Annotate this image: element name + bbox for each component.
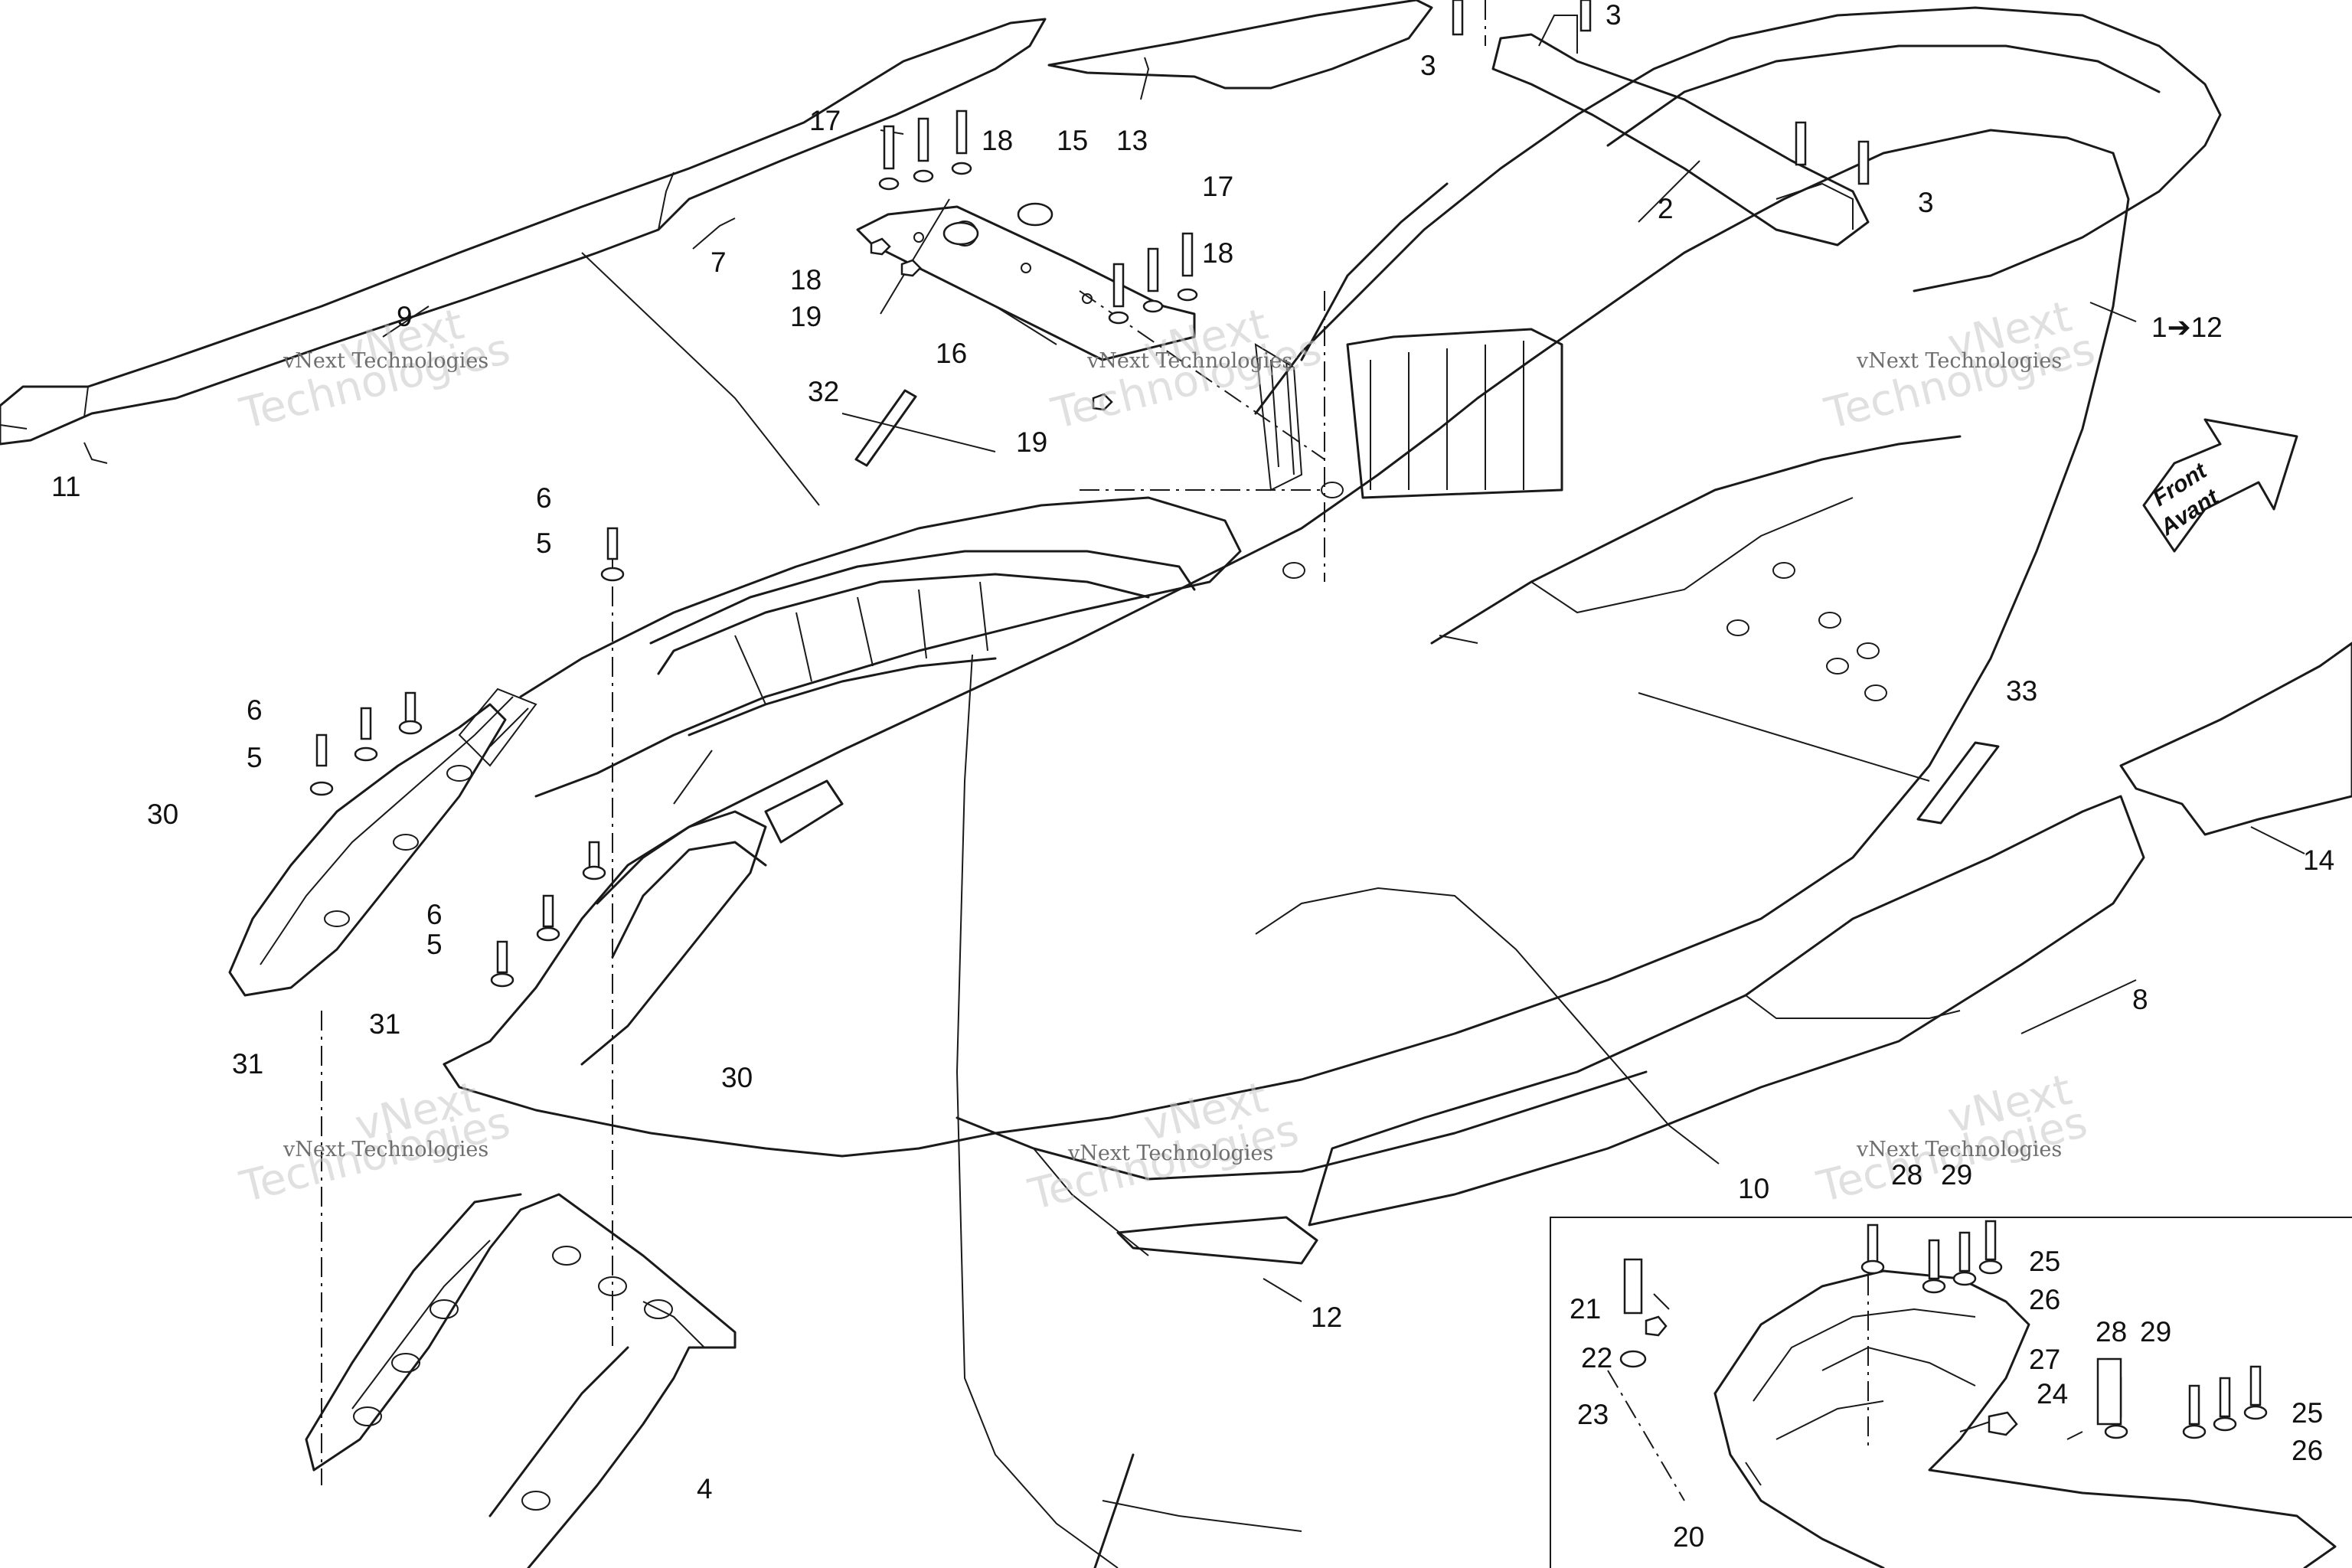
callout-31: 31 [369,1008,400,1040]
callout-9: 9 [397,301,413,332]
callout-11: 11 [51,471,80,502]
hardware-washers [309,162,2268,1439]
callout-19: 19 [1016,426,1047,458]
mat-12 [1116,1216,1318,1265]
dash-lines [321,0,1869,1501]
bracket-4 [305,1193,737,1568]
mat-14 [2119,642,2352,836]
hardware-nuts [870,237,2122,1436]
watermark-caption: vNext Technologies [283,1138,488,1161]
callout-29: 29 [1941,1159,1972,1191]
callout-28: 28 [1891,1159,1922,1191]
watermark-caption: vNext Technologies [1086,349,1292,373]
callout-30: 30 [147,799,178,830]
callout-17: 17 [1202,171,1233,202]
callout-19: 19 [790,301,822,332]
mat-9-11 [0,18,1047,446]
callout-23: 23 [1577,1399,1609,1430]
front-arrow: Front Avant [2142,418,2298,553]
callout-18: 18 [982,125,1013,156]
watermark-caption: vNext Technologies [1856,1138,2062,1161]
callout-25: 25 [2029,1246,2060,1277]
side-bracket-left [228,703,507,997]
rod-32 [854,389,917,467]
callout-4: 4 [697,1473,713,1504]
callout-13: 13 [1116,125,1148,156]
mat-8-10 [1308,795,2145,1227]
hardware-bolts [315,0,2262,1426]
callout-15: 15 [1057,125,1088,156]
callout-5: 5 [536,528,552,559]
watermark-caption: vNext Technologies [283,349,488,373]
callout-5: 5 [426,929,443,960]
support-bar-2 [1491,15,1870,247]
leader-lines [83,57,2305,1568]
callout-14: 14 [2303,844,2334,876]
callout-22: 22 [1581,1342,1612,1374]
callout-16: 16 [936,338,967,369]
strip-33 [1916,741,2000,825]
callout-6: 6 [247,694,263,726]
callout-7: 7 [710,247,727,278]
callout-17: 17 [809,105,841,136]
callout-21: 21 [1570,1293,1601,1325]
callout-26: 26 [2029,1284,2060,1315]
callout-1-to-12: 1➔12 [2151,312,2223,343]
callout-29: 29 [2140,1316,2171,1348]
callout-2: 2 [1658,193,1674,224]
callout-10: 10 [1738,1173,1769,1204]
callout-6: 6 [426,899,443,930]
callout-20: 20 [1673,1521,1704,1553]
callout-33: 33 [2006,675,2037,707]
callout-labels: 1➔12 2 3 3 3 4 5 5 5 6 6 6 7 8 9 10 11 1… [51,0,2334,1553]
callout-12: 12 [1311,1302,1342,1333]
callout-18: 18 [790,264,822,296]
callout-8: 8 [2132,984,2148,1015]
callout-5: 5 [247,742,263,773]
callout-30: 30 [721,1062,753,1093]
watermark-caption: vNext Technologies [1067,1142,1273,1165]
callout-3: 3 [1420,50,1436,81]
callout-32: 32 [808,376,839,407]
callout-31: 31 [232,1048,263,1080]
mat-13 [1047,0,1433,90]
hull-body [443,6,2222,1568]
callout-26: 26 [2292,1435,2323,1466]
watermarks: vNext Technologies vNext Technologies vN… [235,292,2100,1220]
callout-28: 28 [2096,1316,2127,1348]
callout-24: 24 [2037,1378,2068,1410]
callout-18: 18 [1202,237,1233,269]
watermark-caption: vNext Technologies [1856,349,2062,373]
inset-20 [1550,1217,2352,1568]
callout-3: 3 [1606,0,1622,31]
callout-25: 25 [2292,1397,2323,1429]
callout-27: 27 [2029,1344,2060,1375]
callout-3: 3 [1918,187,1934,218]
callout-6: 6 [536,482,552,514]
